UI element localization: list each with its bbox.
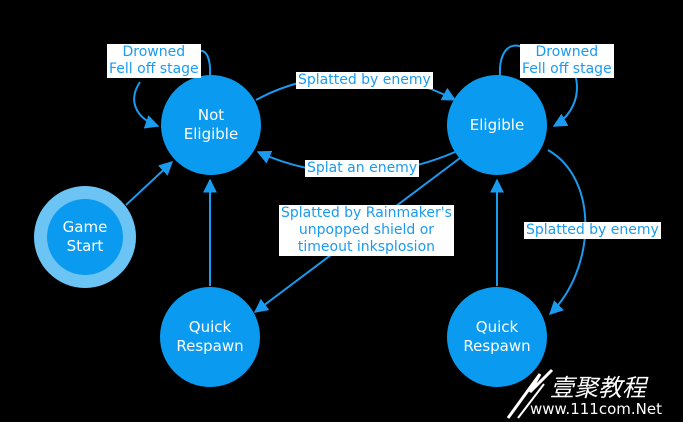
node-not-eligible: Not Eligible	[161, 75, 261, 175]
edge-label-rainmaker-line1: Splatted by Rainmaker's	[281, 205, 452, 221]
edge-label-not-eligible-self-line2: Fell off stage	[109, 61, 199, 77]
edge-label-splat-an-enemy-text: Splat an enemy	[307, 160, 418, 176]
node-not-eligible-line1: Not	[197, 106, 225, 124]
node-eligible-line1: Eligible	[469, 115, 525, 134]
edge-label-eligible-self: Drowned Fell off stage	[520, 44, 614, 78]
edge-label-splatted-by-enemy-right-text: Splatted by enemy	[526, 222, 659, 238]
node-quick-respawn-left-line1: Quick	[188, 318, 232, 336]
node-game-start: Game Start	[47, 199, 123, 275]
watermark-logo-icon	[506, 368, 554, 419]
node-game-start-line2: Start	[66, 237, 104, 255]
edge-game-start	[125, 161, 174, 206]
edge-label-rainmaker-line3: timeout inksplosion	[297, 239, 436, 255]
edge-label-eligible-self-line1: Drowned	[535, 44, 599, 60]
node-quick-respawn-right: Quick Respawn	[447, 287, 547, 387]
watermark-site-name: 壹聚教程	[550, 374, 646, 402]
edge-label-splat-an-enemy: Splat an enemy	[305, 160, 420, 177]
edge-label-not-eligible-self-line1: Drowned	[122, 44, 186, 60]
edge-label-rainmaker: Splatted by Rainmaker's unpopped shield …	[279, 205, 454, 256]
edge-label-eligible-self-line2: Fell off stage	[522, 61, 612, 77]
edge-not-eligible-self-loop-left	[133, 81, 160, 129]
edge-label-splatted-by-enemy-right: Splatted by enemy	[524, 222, 661, 239]
node-quick-respawn-right-line2: Respawn	[463, 337, 531, 355]
node-eligible: Eligible	[447, 75, 547, 175]
edge-label-splatted-by-enemy-top-text: Splatted by enemy	[298, 72, 431, 88]
edge-label-not-eligible-self: Drowned Fell off stage	[107, 44, 201, 78]
node-quick-respawn-left-line2: Respawn	[176, 337, 244, 355]
edge-label-rainmaker-line2: unpopped shield or	[298, 222, 435, 238]
edge-label-splatted-by-enemy-top: Splatted by enemy	[296, 72, 433, 89]
node-quick-respawn-right-line1: Quick	[475, 318, 519, 336]
node-game-start-line1: Game	[62, 218, 108, 236]
watermark: 壹聚教程 www.111com.Net	[500, 360, 683, 422]
node-quick-respawn-left: Quick Respawn	[160, 287, 260, 387]
watermark-url: www.111com.Net	[530, 400, 662, 418]
node-not-eligible-line2: Eligible	[183, 125, 239, 143]
